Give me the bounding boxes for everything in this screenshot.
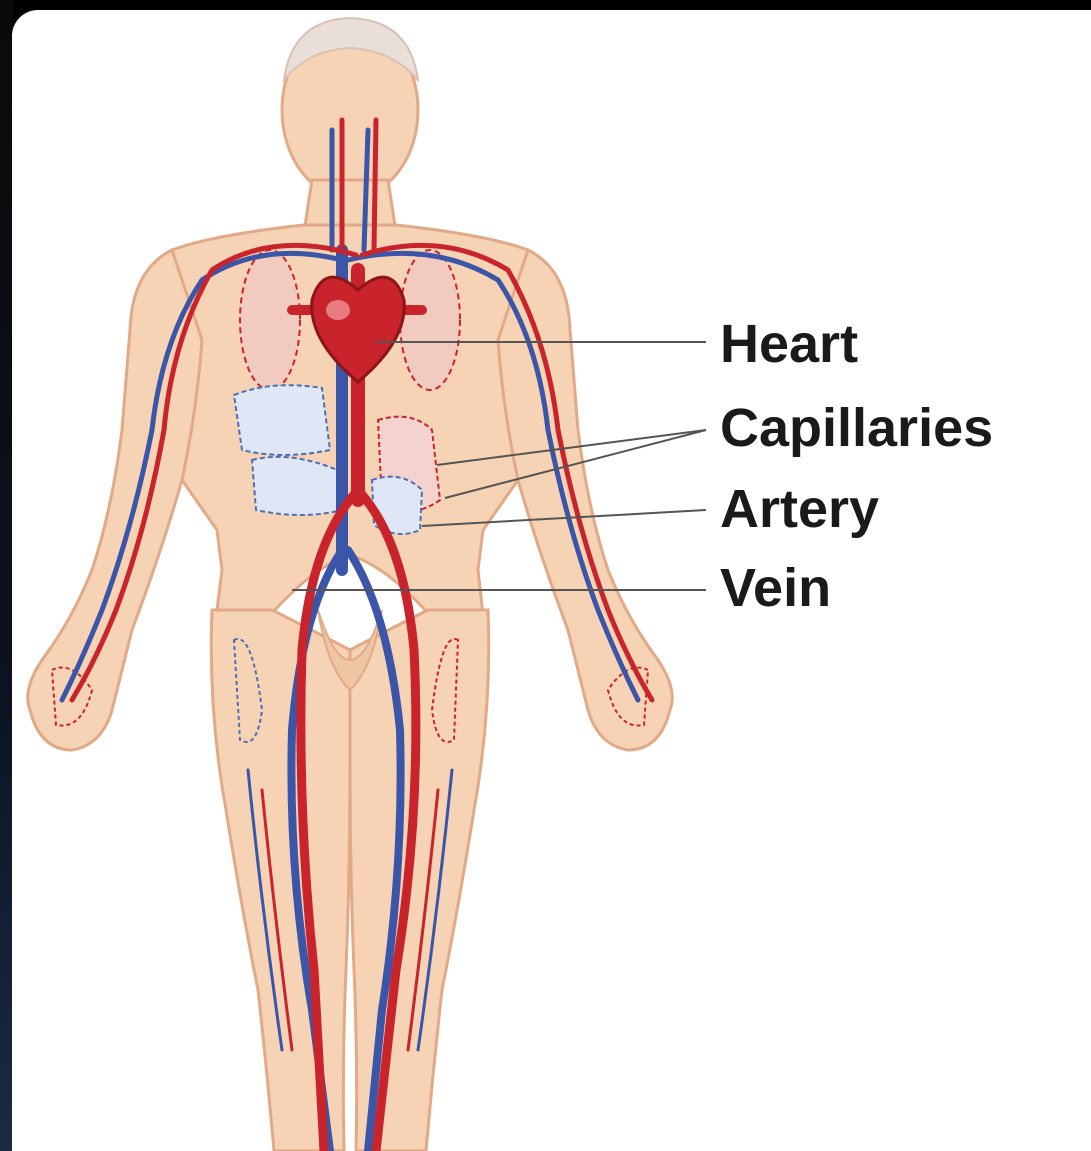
diagram-canvas: Heart Capillaries Artery Vein (12, 10, 1091, 1151)
heart-label: Heart (720, 317, 858, 371)
artery-label: Artery (720, 482, 879, 536)
capillaries-label: Capillaries (720, 401, 993, 455)
circulatory-system-illustration (12, 10, 1091, 1151)
vein-label: Vein (720, 561, 831, 615)
